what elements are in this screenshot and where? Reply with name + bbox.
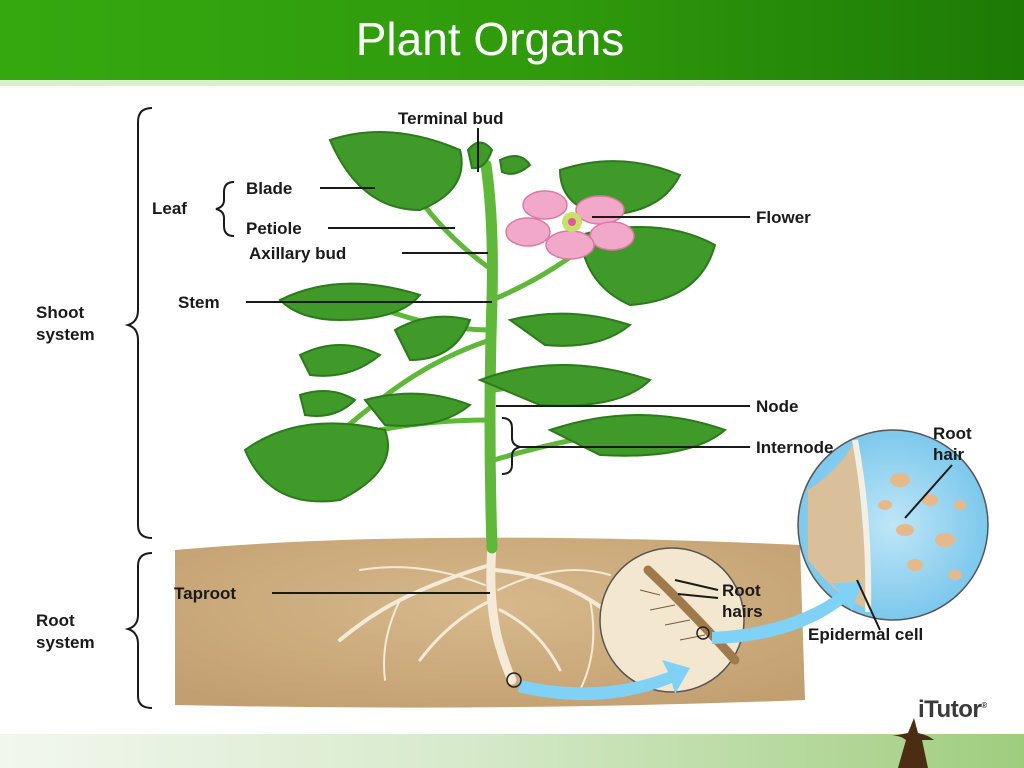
- page-title: Plant Organs: [355, 13, 625, 65]
- label-shoot-system-line2: system: [36, 325, 95, 344]
- tree-trunk-decoration: [892, 718, 934, 768]
- label-internode: Internode: [756, 438, 833, 457]
- label-blade: Blade: [246, 179, 292, 198]
- label-root-hair-line2: hair: [933, 445, 965, 464]
- label-epidermal-cell: Epidermal cell: [808, 625, 923, 644]
- brand-logo: iTutor®: [918, 696, 987, 724]
- label-leaf: Leaf: [152, 199, 187, 218]
- taproot-tip-marker: [506, 672, 522, 688]
- brand-name: iTutor: [918, 696, 982, 723]
- label-root-hairs-line1: Root: [722, 581, 761, 600]
- label-axillary-bud: Axillary bud: [249, 244, 346, 263]
- label-taproot: Taproot: [174, 584, 236, 603]
- label-root-hairs-line2: hairs: [722, 602, 763, 621]
- label-terminal-bud: Terminal bud: [398, 109, 503, 128]
- title-bar: [0, 0, 1024, 80]
- leader-lines: [246, 128, 953, 631]
- label-shoot-system-line1: Shoot: [36, 303, 84, 322]
- label-root-system-line2: system: [36, 633, 95, 652]
- label-root-hair-line1: Root: [933, 424, 972, 443]
- label-flower: Flower: [756, 208, 811, 227]
- footer-bar: [0, 734, 1024, 768]
- label-root-system-line1: Root: [36, 611, 75, 630]
- title-bar-divider: [0, 80, 1024, 86]
- label-petiole: Petiole: [246, 219, 302, 238]
- label-stem: Stem: [178, 293, 220, 312]
- root-hairs-zoom: [599, 547, 745, 693]
- zoom-arrows: [518, 582, 862, 701]
- brand-registered-mark: ®: [981, 701, 987, 710]
- flower: [505, 190, 635, 260]
- label-node: Node: [756, 397, 799, 416]
